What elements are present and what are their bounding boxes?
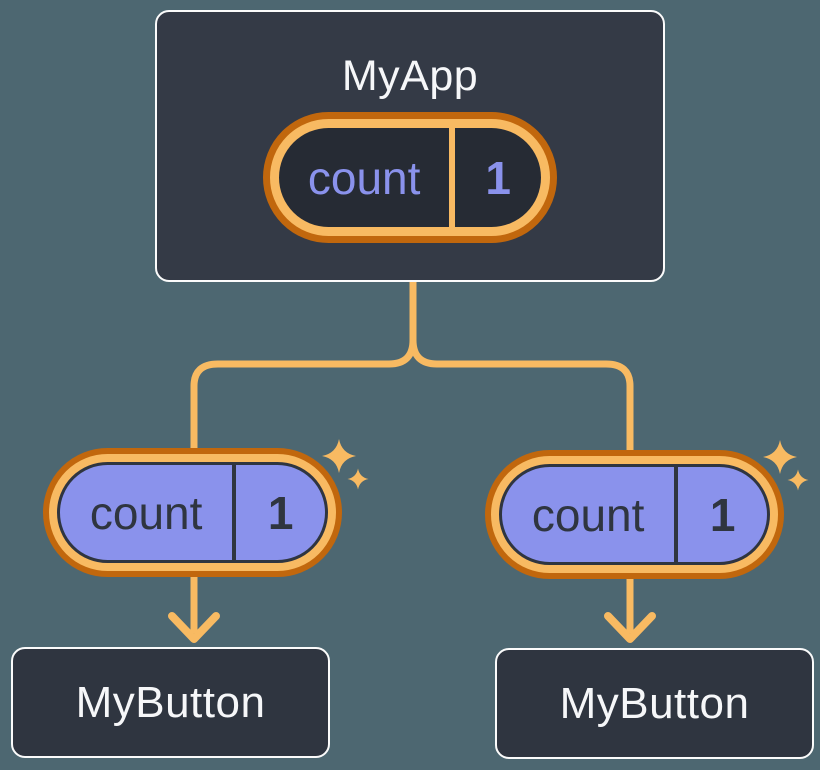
prop-pill-body: count 1 <box>499 464 770 565</box>
prop-pill-left: count 1 <box>43 448 342 577</box>
arrowhead-down-icon <box>604 612 656 643</box>
prop-value: 1 <box>267 486 294 539</box>
component-card-mybutton-left: MyButton <box>11 647 330 758</box>
prop-pill-body: count 1 <box>57 462 328 563</box>
arrowhead-down-icon <box>168 612 220 643</box>
state-value: 1 <box>485 151 511 204</box>
component-title: MyButton <box>75 677 266 727</box>
sparkle-icon <box>787 469 809 491</box>
pill-divider <box>674 467 679 562</box>
connector-right-line <box>409 281 634 633</box>
prop-value: 1 <box>709 488 736 541</box>
pill-divider <box>232 465 237 560</box>
sparkle-icon <box>347 468 369 490</box>
prop-name: count <box>531 488 645 541</box>
component-card-mybutton-right: MyButton <box>495 648 814 759</box>
component-title: MyApp <box>341 52 479 100</box>
pill-divider <box>449 128 456 227</box>
prop-pill-right: count 1 <box>485 450 784 579</box>
sparkle-icon <box>763 440 797 474</box>
component-title: MyButton <box>559 678 750 728</box>
sparkle-icon <box>322 439 356 473</box>
prop-name: count <box>89 486 203 539</box>
state-name: count <box>307 151 421 204</box>
state-pill-body: count 1 <box>279 128 541 227</box>
state-pill-root: count 1 <box>263 112 557 243</box>
